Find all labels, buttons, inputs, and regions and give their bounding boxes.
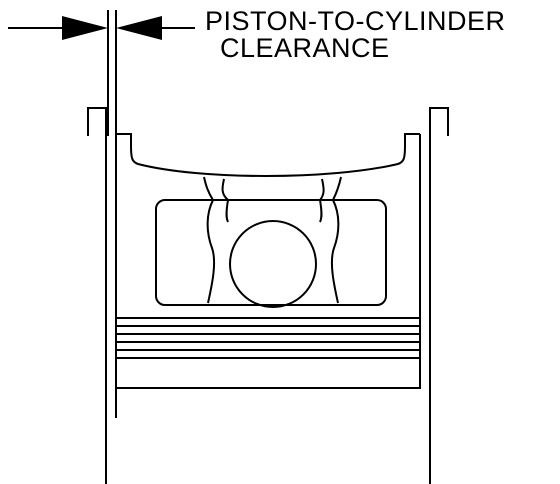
- clearance-label-line1: PISTON-TO-CYLINDER: [205, 6, 506, 36]
- piston-ring-1: [115, 325, 421, 335]
- piston-crown-right-rim: [404, 133, 420, 146]
- right-arrowhead-icon: [116, 16, 162, 40]
- right-outer-strut: [330, 176, 342, 304]
- left-cylinder-wall: [87, 107, 107, 484]
- left-arrowhead-icon: [62, 16, 108, 40]
- piston-crown-dish: [130, 145, 406, 177]
- clearance-label-line2: CLEARANCE: [220, 33, 390, 63]
- piston: [115, 133, 421, 418]
- piston-outline: [115, 133, 132, 418]
- wrist-pin: [229, 220, 317, 308]
- piston-crown-left-rim: [116, 133, 132, 146]
- pin-boss: [155, 199, 387, 306]
- clearance-dimension: [8, 10, 195, 136]
- cylinder-walls: [87, 107, 449, 484]
- left-outer-strut: [203, 176, 216, 304]
- piston-ring-2: [115, 341, 421, 351]
- right-cylinder-wall: [429, 107, 449, 484]
- piston-skirt-band: [115, 357, 421, 389]
